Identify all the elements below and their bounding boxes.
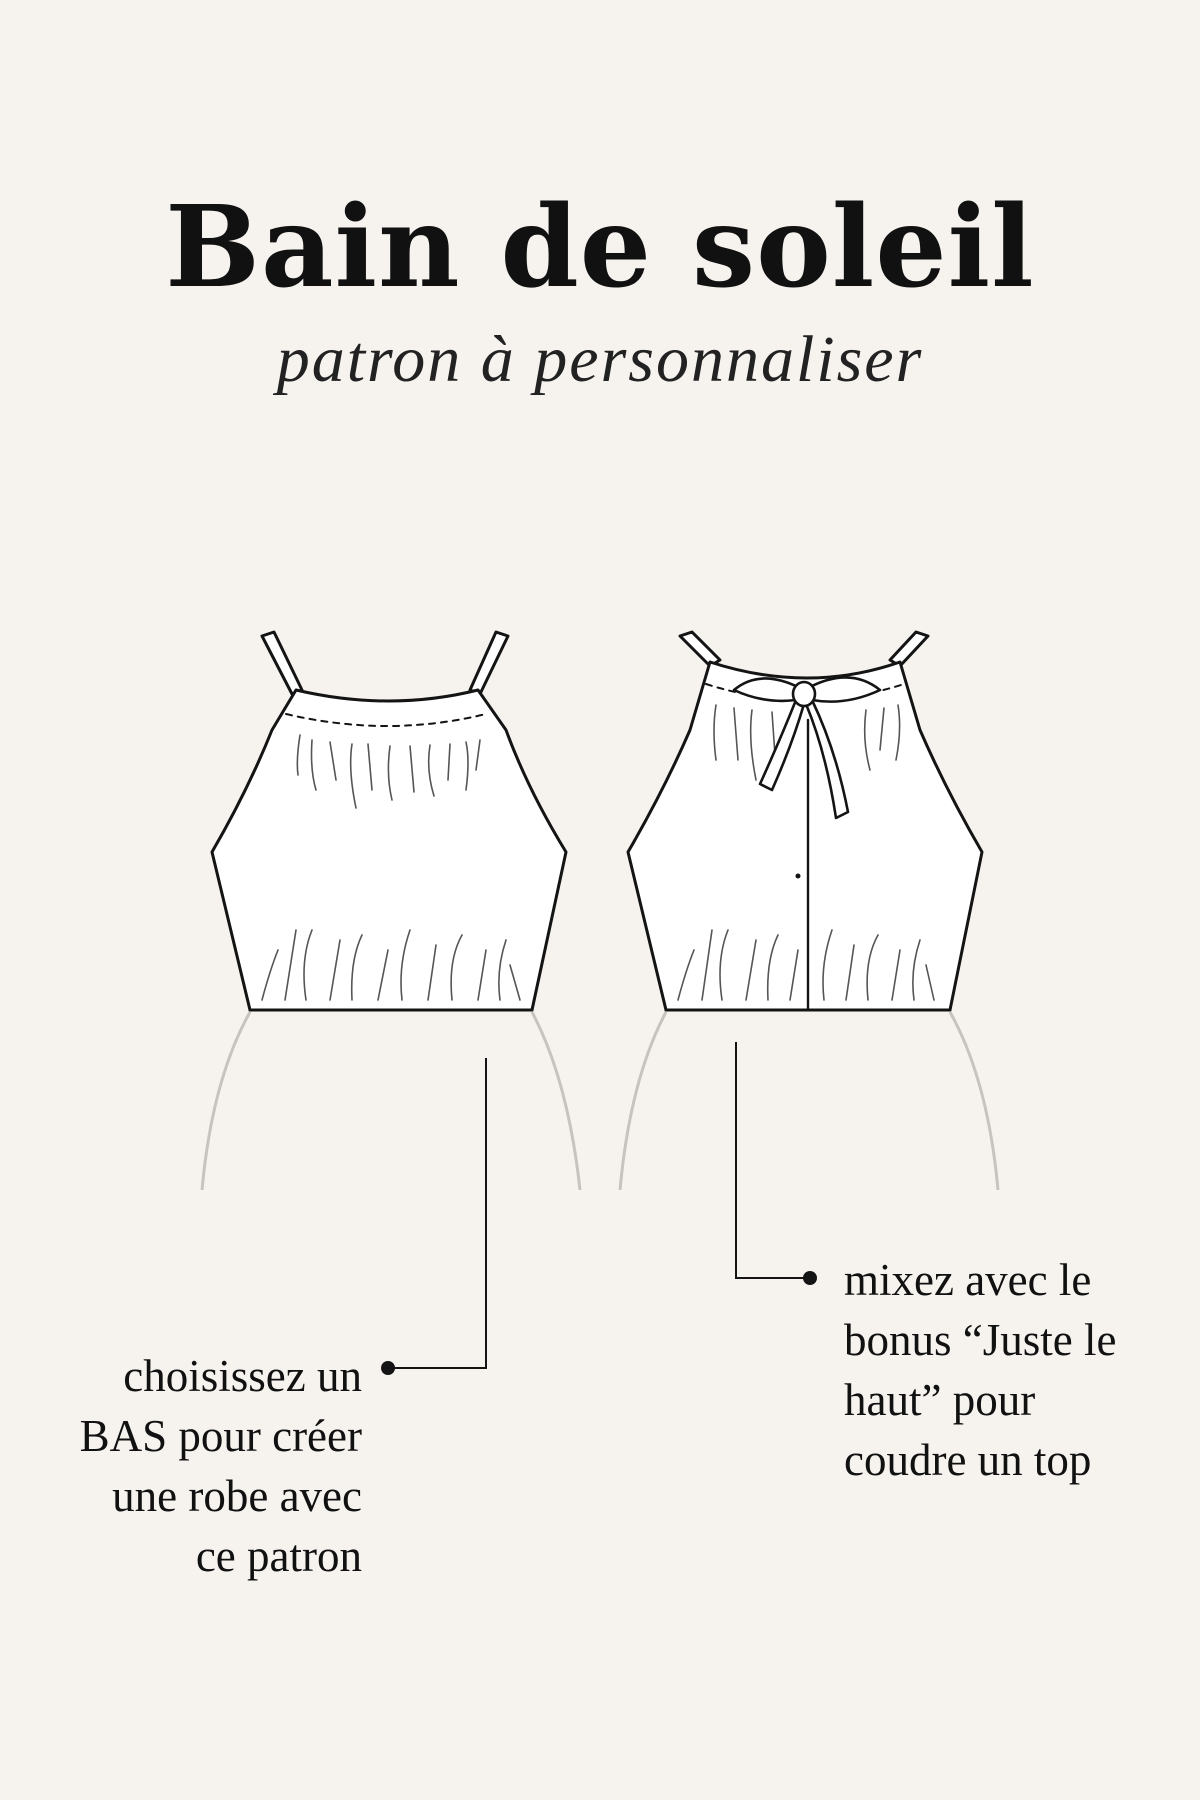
front-right-strap: [468, 630, 510, 696]
front-neck-stitch: [285, 713, 487, 727]
front-view-drawing: [210, 630, 568, 1012]
front-gathers-bottom: [261, 929, 521, 1001]
right-leader-dot: [803, 1271, 817, 1285]
right-leader-line: [735, 1042, 808, 1279]
front-skirt: [200, 1011, 582, 1191]
back-button: [795, 873, 801, 879]
front-bodice-outline: [210, 688, 568, 1012]
page-title: Bain de soleil: [165, 182, 1035, 313]
page-subtitle: patron à personnaliser: [276, 323, 924, 396]
back-left-strap: [678, 630, 722, 668]
back-view-drawing: [626, 630, 984, 1012]
callout-left-line: une robe avec: [112, 1471, 362, 1521]
callout-left-line: choisissez un: [123, 1351, 362, 1401]
callout-left-text: choisissez un BAS pour créer une robe av…: [2, 1346, 362, 1586]
callout-left-line: BAS pour créer: [79, 1411, 362, 1461]
callout-right-text: mixez avec le bonus “Juste le haut” pour…: [844, 1250, 1174, 1490]
front-left-strap: [260, 630, 304, 696]
left-leader-dot: [381, 1361, 395, 1375]
left-leader-line: [390, 1058, 487, 1369]
callout-right-line: coudre un top: [844, 1435, 1092, 1485]
callout-leaders: [381, 1042, 817, 1375]
callout-right-line: haut” pour: [844, 1375, 1036, 1425]
back-gathers-top: [713, 704, 901, 781]
callout-right-line: mixez avec le: [844, 1255, 1092, 1305]
back-skirt: [618, 1011, 1000, 1191]
back-gathers-bottom: [677, 929, 935, 1001]
back-right-strap: [888, 630, 930, 668]
callout-right-line: bonus “Juste le: [844, 1315, 1117, 1365]
callout-left-line: ce patron: [195, 1531, 362, 1581]
back-bodice-outline: [626, 660, 984, 1012]
back-bow-tie: [732, 676, 882, 820]
front-gathers-top: [296, 734, 481, 809]
